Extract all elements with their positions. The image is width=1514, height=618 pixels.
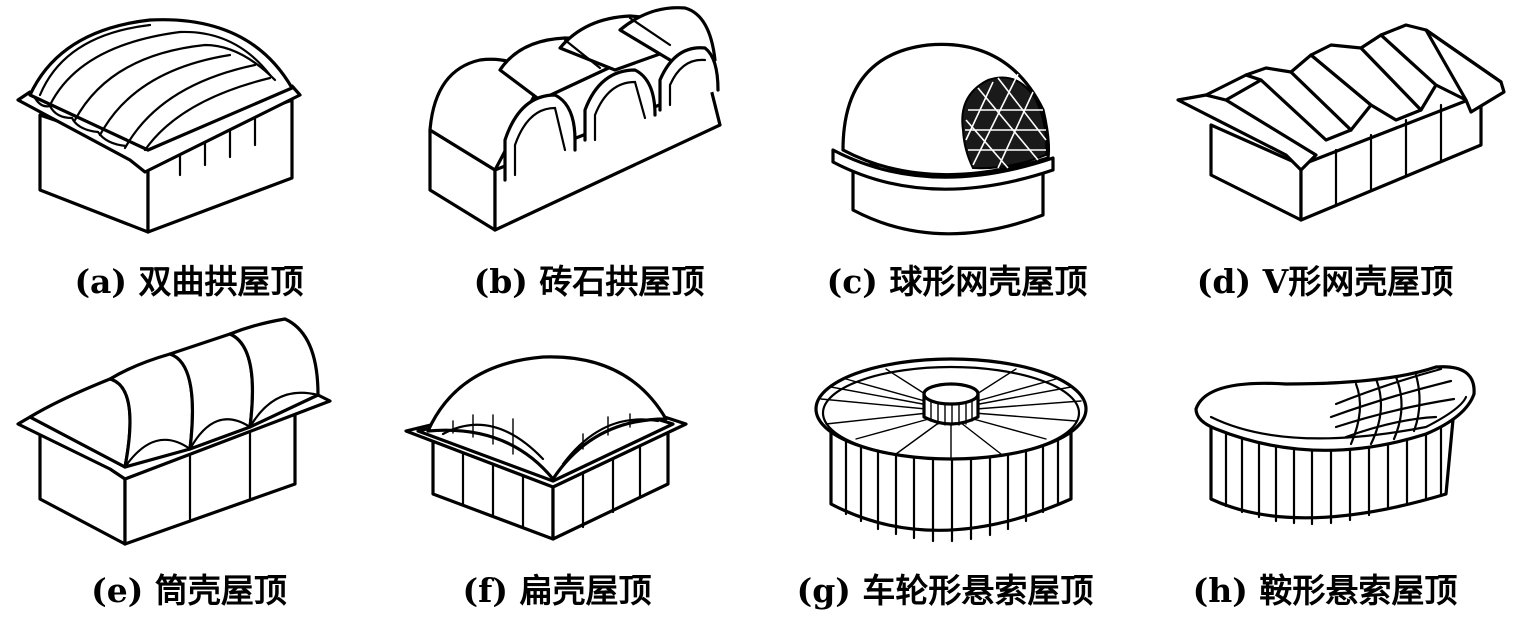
masonry-arch-roof-drawing xyxy=(400,0,778,250)
figure-e: (e) 筒壳屋顶 xyxy=(0,309,378,618)
figure-b: (b) 砖石拱屋顶 xyxy=(400,0,778,309)
figure-caption: (d) V形网壳屋顶 xyxy=(1196,262,1454,301)
figure-caption: (b) 砖石拱屋顶 xyxy=(473,262,705,301)
figure-caption: (e) 筒壳屋顶 xyxy=(91,571,287,610)
double-curvature-arch-roof-drawing xyxy=(0,0,378,250)
figure-d: (d) V形网壳屋顶 xyxy=(1136,0,1514,309)
figure-caption: (f) 扁壳屋顶 xyxy=(462,571,652,610)
figure-caption: (a) 双曲拱屋顶 xyxy=(74,262,304,301)
figure-caption: (h) 鞍形悬索屋顶 xyxy=(1192,571,1458,610)
figure-g: (g) 车轮形悬索屋顶 xyxy=(756,309,1134,618)
figure-a: (a) 双曲拱屋顶 xyxy=(0,0,378,309)
figure-c: (c) 球形网壳屋顶 xyxy=(768,0,1146,309)
barrel-shell-roof-drawing xyxy=(0,309,378,559)
spherical-lattice-shell-roof-drawing xyxy=(768,0,1146,250)
shallow-shell-roof-drawing xyxy=(368,309,746,559)
saddle-shaped-suspension-cable-roof-drawing xyxy=(1136,309,1514,559)
figure-f: (f) 扁壳屋顶 xyxy=(368,309,746,618)
wheel-shaped-suspension-cable-roof-drawing xyxy=(756,309,1134,559)
figure-h: (h) 鞍形悬索屋顶 xyxy=(1136,309,1514,618)
figure-caption: (c) 球形网壳屋顶 xyxy=(826,262,1088,301)
v-shaped-lattice-shell-roof-drawing xyxy=(1136,0,1514,250)
figure-caption: (g) 车轮形悬索屋顶 xyxy=(796,571,1094,610)
